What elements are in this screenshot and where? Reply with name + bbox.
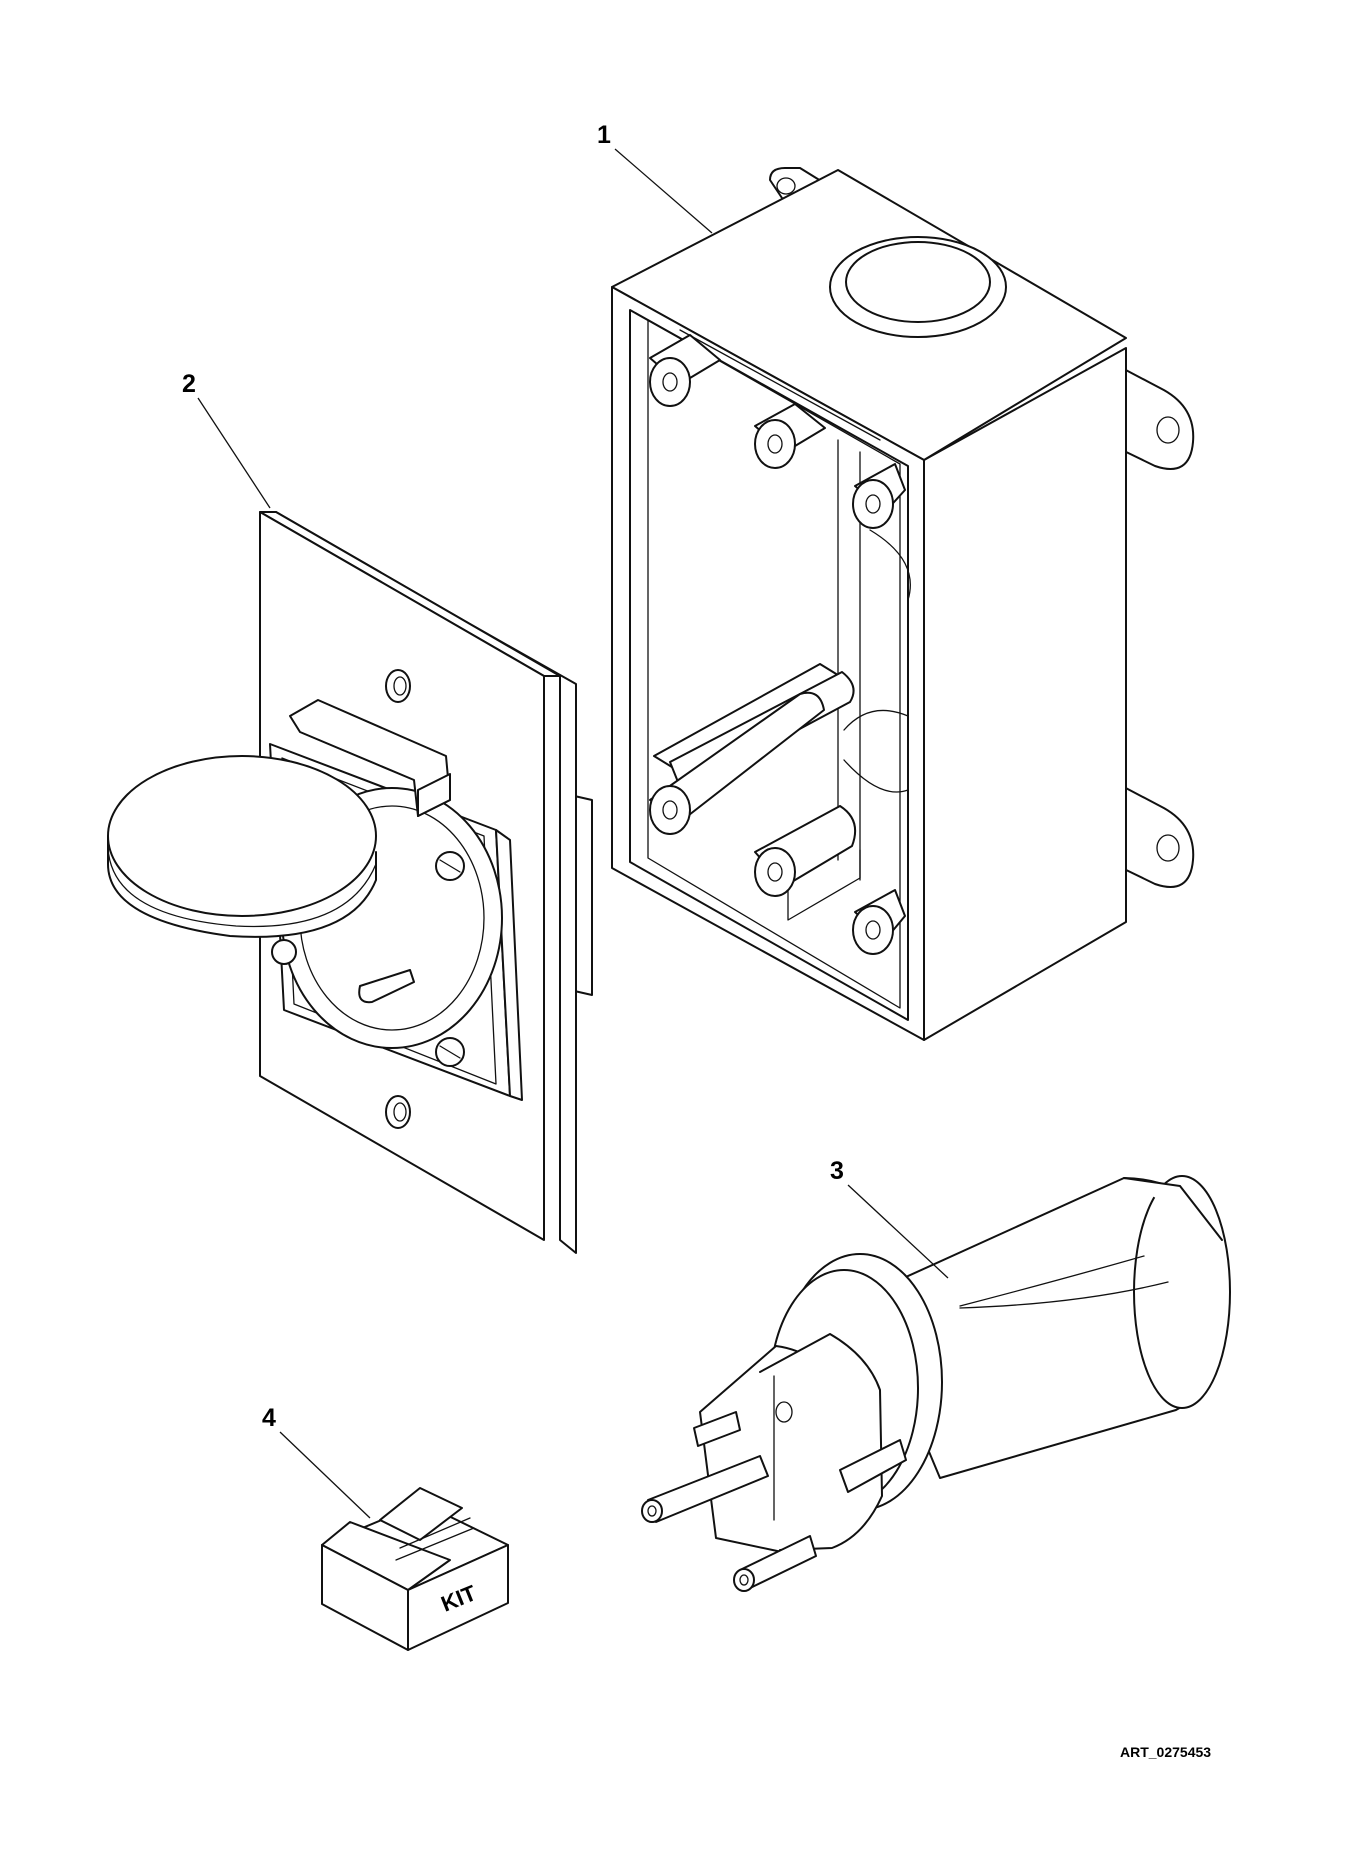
boss-bottom-middle	[754, 805, 861, 921]
boss-bottom-right	[852, 889, 906, 955]
callout-4: 4	[262, 1404, 371, 1519]
callout-2: 2	[182, 370, 271, 509]
callout-4-label: 4	[262, 1404, 276, 1432]
art-id: ART_0275453	[1120, 1744, 1211, 1760]
callout-3: 3	[830, 1157, 949, 1279]
plug	[641, 1175, 1231, 1592]
boss-bottom-left	[649, 691, 825, 835]
junction-box	[611, 167, 1195, 1041]
boss-top-right	[852, 463, 906, 529]
callout-3-label: 3	[830, 1157, 844, 1185]
boss-top-middle	[754, 403, 826, 469]
callout-1-label: 1	[597, 121, 611, 149]
callout-2-label: 2	[182, 370, 196, 398]
kit-box: KIT	[321, 1487, 509, 1651]
receptacle-assembly	[107, 511, 593, 1254]
boss-top-left	[649, 334, 721, 407]
callout-1: 1	[597, 121, 713, 234]
